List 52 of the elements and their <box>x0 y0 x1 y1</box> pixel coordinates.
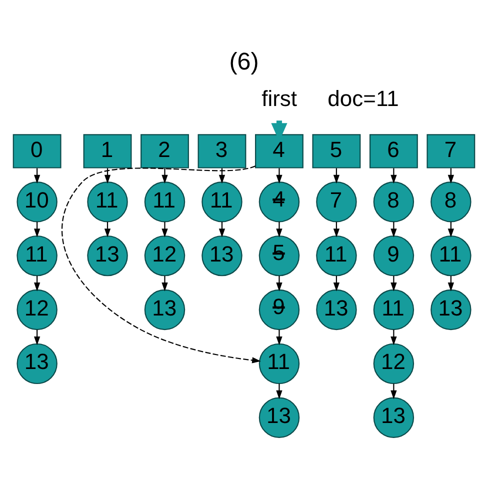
node-circle: 11 <box>16 235 57 276</box>
node-box: 0 <box>12 134 61 168</box>
node-circle: 11 <box>372 289 414 330</box>
node-box: 5 <box>312 134 360 168</box>
node-circle: 4 <box>258 182 300 222</box>
arrow <box>276 222 282 238</box>
node-circle: 11 <box>430 235 471 276</box>
arrow <box>276 276 282 292</box>
node-box: 3 <box>197 134 246 168</box>
arrow <box>33 168 40 184</box>
node-circle: 13 <box>258 397 300 438</box>
arrow <box>161 168 168 184</box>
arrow <box>276 384 282 400</box>
arrow <box>276 168 282 184</box>
node-circle: 13 <box>316 289 356 330</box>
arrow <box>447 168 454 184</box>
arrow <box>276 330 282 346</box>
node-box: 7 <box>426 134 475 168</box>
arrow <box>161 222 168 238</box>
node-box: 4 <box>254 134 303 168</box>
node-circle: 13 <box>86 235 128 276</box>
node-circle: 10 <box>16 182 57 222</box>
node-circle: 11 <box>316 235 356 276</box>
arrow <box>390 168 396 184</box>
node-circle: 12 <box>372 343 414 384</box>
diagram-title: (6) <box>228 48 258 76</box>
node-circle: 13 <box>144 289 185 330</box>
arrow <box>161 276 168 292</box>
node-box: 6 <box>368 134 418 168</box>
node-circle: 13 <box>430 289 471 330</box>
arrow <box>332 168 340 184</box>
node-text: first <box>261 86 297 112</box>
node-box: 2 <box>140 134 188 168</box>
node-circle: 11 <box>258 343 300 384</box>
node-circle: 8 <box>430 182 471 222</box>
node-circle: 13 <box>372 397 414 438</box>
node-box: 1 <box>82 134 132 168</box>
node-circle: 8 <box>372 182 414 222</box>
node-circle: 13 <box>16 343 57 384</box>
node-circle: 12 <box>16 289 57 330</box>
node-circle: 5 <box>258 235 300 276</box>
node-circle: 9 <box>258 289 300 330</box>
node-circle: 11 <box>86 182 128 222</box>
arrow <box>390 384 396 400</box>
node-circle: 11 <box>201 182 242 222</box>
node-circle: 9 <box>372 235 414 276</box>
node-circle: 12 <box>144 235 185 276</box>
arrow <box>61 166 260 364</box>
label: doc=11 <box>327 86 398 112</box>
node-circle: 11 <box>144 182 185 222</box>
node-circle: 7 <box>316 182 356 222</box>
node-circle: 13 <box>201 235 242 276</box>
